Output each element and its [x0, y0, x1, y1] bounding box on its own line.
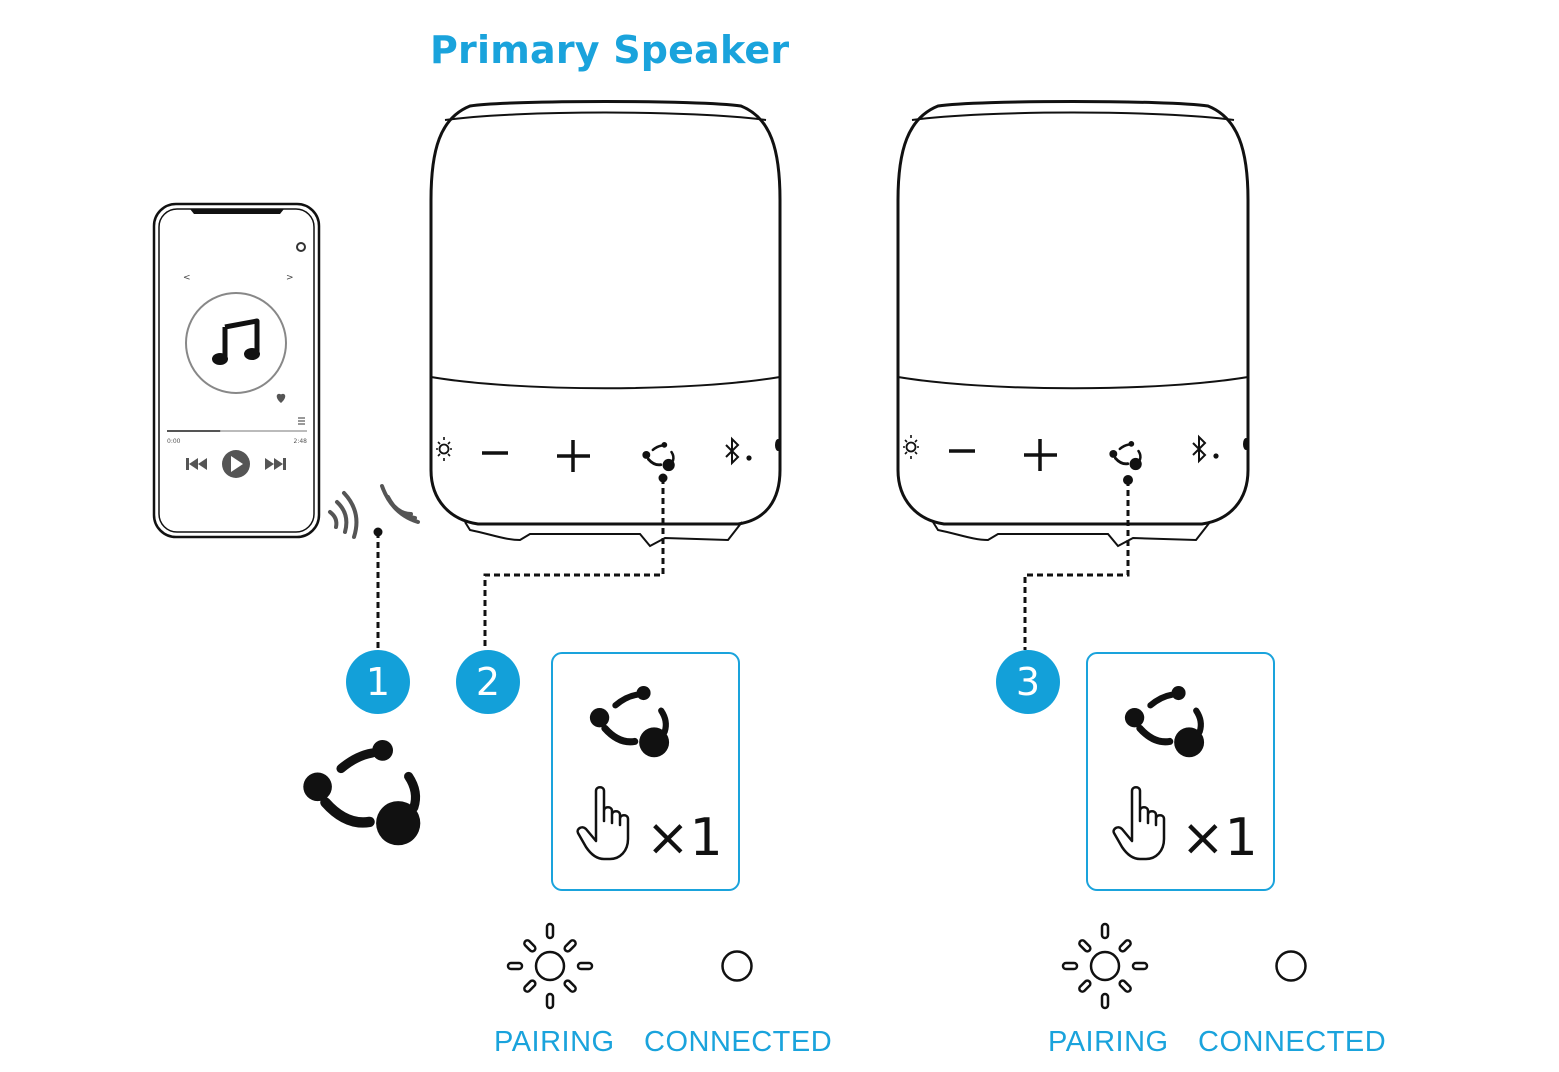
phone-next-arrow: >	[286, 273, 294, 283]
press-count: ×1	[646, 808, 723, 868]
plus-icon[interactable]	[1024, 439, 1057, 471]
phone-prev-arrow: <	[183, 273, 191, 283]
music-note-icon	[212, 318, 260, 365]
light-on-icon	[1061, 922, 1149, 1010]
light-off-icon	[1275, 950, 1307, 982]
heart-icon	[276, 393, 286, 403]
step-2-badge: 2	[456, 650, 520, 714]
pairing-label: PAIRING	[1048, 1026, 1169, 1058]
power-button[interactable]	[775, 439, 781, 451]
light-button[interactable]	[903, 435, 919, 459]
press-count: ×1	[1181, 808, 1258, 868]
bluetooth-icon[interactable]	[725, 436, 752, 466]
pairing-label: PAIRING	[494, 1026, 615, 1058]
next-track-icon	[265, 458, 286, 470]
secondary-speaker	[896, 100, 1250, 548]
leader-lines	[376, 478, 1130, 650]
playlist-icon	[298, 417, 305, 425]
phone-total-time: 2:48	[294, 438, 308, 445]
light-off-icon	[721, 950, 753, 982]
step-1-badge: 1	[346, 650, 410, 714]
connected-label: CONNECTED	[644, 1026, 833, 1058]
step-3-badge: 3	[996, 650, 1060, 714]
play-button[interactable]	[222, 450, 250, 478]
partyboost-icon	[303, 740, 420, 845]
prev-track-icon	[186, 458, 207, 470]
phone-settings-icon	[296, 242, 306, 252]
light-on-icon	[506, 922, 594, 1010]
phone-illustration: < > 0:00 2:48	[152, 202, 321, 539]
connected-label: CONNECTED	[1198, 1026, 1387, 1058]
primary-speaker	[429, 100, 782, 548]
power-button[interactable]	[1243, 438, 1249, 450]
phone-elapsed-time: 0:00	[167, 438, 181, 445]
plus-icon[interactable]	[557, 440, 590, 472]
phone-album-art	[185, 292, 287, 394]
signal-waves-icon	[328, 484, 420, 539]
primary-speaker-title: Primary Speaker	[430, 28, 790, 72]
light-button[interactable]	[436, 437, 452, 461]
bluetooth-icon[interactable]	[1192, 434, 1219, 464]
